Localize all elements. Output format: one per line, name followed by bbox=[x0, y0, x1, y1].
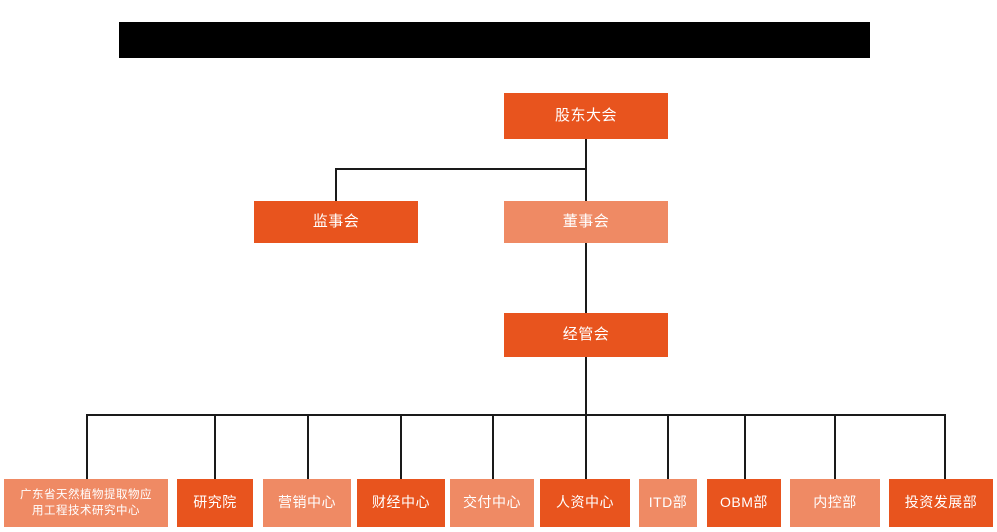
connector-drop-finance-center bbox=[400, 414, 402, 479]
org-node-eng-center-line2: 用工程技术研究中心 bbox=[32, 505, 140, 517]
org-node-supervisors[interactable]: 监事会 bbox=[254, 201, 418, 243]
org-node-delivery-center[interactable]: 交付中心 bbox=[450, 479, 534, 527]
org-node-research-institute[interactable]: 研究院 bbox=[177, 479, 253, 527]
connector-supervisors-drop bbox=[335, 168, 337, 201]
connector-drop-investment-dev-dept bbox=[944, 414, 946, 479]
org-node-hr-center[interactable]: 人资中心 bbox=[540, 479, 630, 527]
redacted-title-bar bbox=[119, 22, 870, 58]
org-node-directors[interactable]: 董事会 bbox=[504, 201, 668, 243]
connector-drop-eng-center bbox=[86, 414, 88, 479]
org-node-obm-dept[interactable]: OBM部 bbox=[707, 479, 781, 527]
org-node-management[interactable]: 经管会 bbox=[504, 313, 668, 357]
connector-drop-obm-dept bbox=[744, 414, 746, 479]
connector-directors-to-management bbox=[585, 243, 587, 313]
org-node-eng-center[interactable]: 广东省天然植物提取物应 用工程技术研究中心 bbox=[4, 479, 168, 527]
connector-drop-research-institute bbox=[214, 414, 216, 479]
org-node-eng-center-line1: 广东省天然植物提取物应 bbox=[20, 488, 152, 501]
org-node-shareholders[interactable]: 股东大会 bbox=[504, 93, 668, 139]
connector-departments-bus bbox=[86, 414, 944, 416]
org-node-itd-dept[interactable]: ITD部 bbox=[639, 479, 697, 527]
org-node-marketing-center[interactable]: 营销中心 bbox=[263, 479, 351, 527]
connector-drop-itd-dept bbox=[667, 414, 669, 479]
org-node-internal-control-dept[interactable]: 内控部 bbox=[790, 479, 880, 527]
connector-level2-bus bbox=[335, 168, 587, 170]
connector-shareholders-stem bbox=[585, 139, 587, 169]
connector-drop-marketing-center bbox=[307, 414, 309, 479]
connector-drop-hr-center bbox=[585, 414, 587, 479]
connector-management-stem bbox=[585, 357, 587, 415]
connector-directors-drop bbox=[585, 168, 587, 201]
connector-drop-internal-control-dept bbox=[834, 414, 836, 479]
org-node-investment-dev-dept[interactable]: 投资发展部 bbox=[889, 479, 993, 527]
connector-drop-delivery-center bbox=[492, 414, 494, 479]
org-node-finance-center[interactable]: 财经中心 bbox=[357, 479, 445, 527]
